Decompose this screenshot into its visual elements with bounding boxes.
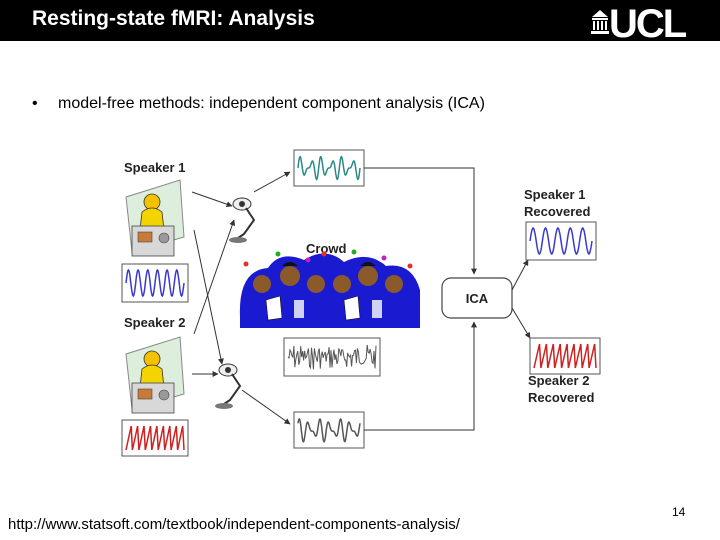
page-number: 14 (672, 505, 686, 519)
footer-url: http://www.statsoft.com/textbook/indepen… (8, 516, 460, 533)
crowd-illustration (239, 249, 420, 328)
speaker1-illustration (125, 179, 185, 257)
microphone-2-icon (215, 363, 242, 409)
recovered1-waveform (529, 227, 593, 255)
title-bar (0, 0, 720, 41)
speaker2-waveform (125, 425, 185, 451)
crowd-label: Crowd (306, 241, 347, 256)
bullet-text: model-free methods: independent componen… (58, 95, 485, 112)
portico-icon (591, 10, 609, 34)
mixed-signal-2-box (293, 411, 365, 449)
recovered2-waveform (533, 343, 597, 369)
ucl-logo: UCL (590, 2, 710, 46)
recovered2-line2: Recovered (528, 390, 595, 405)
slide-title: Resting-state fMRI: Analysis (32, 7, 315, 30)
recovered2-line1: Speaker 2 (528, 373, 589, 388)
microphone-1-icon (229, 197, 256, 243)
recovered1-line2: Recovered (524, 204, 591, 219)
speaker1-waveform (125, 268, 185, 298)
bullet-item: • model-free methods: independent compone… (32, 95, 485, 113)
speaker1-label: Speaker 1 (124, 160, 185, 175)
ucl-logo-text: UCL (609, 2, 687, 46)
mixed-signal-1-waveform (297, 155, 361, 181)
ica-box (441, 277, 513, 319)
recovered1-line1: Speaker 1 (524, 187, 585, 202)
speaker2-label: Speaker 2 (124, 315, 185, 330)
ica-label: ICA (466, 291, 489, 306)
bullet-dot: • (32, 95, 38, 112)
crowd-noise-waveform (287, 344, 377, 370)
ica-diagram-svg: Speaker 1 Speaker 2 (118, 142, 610, 462)
speaker2-illustration (125, 336, 185, 414)
ica-diagram: Speaker 1 Speaker 2 (118, 142, 610, 462)
mixed-signal-2-waveform (297, 417, 361, 443)
